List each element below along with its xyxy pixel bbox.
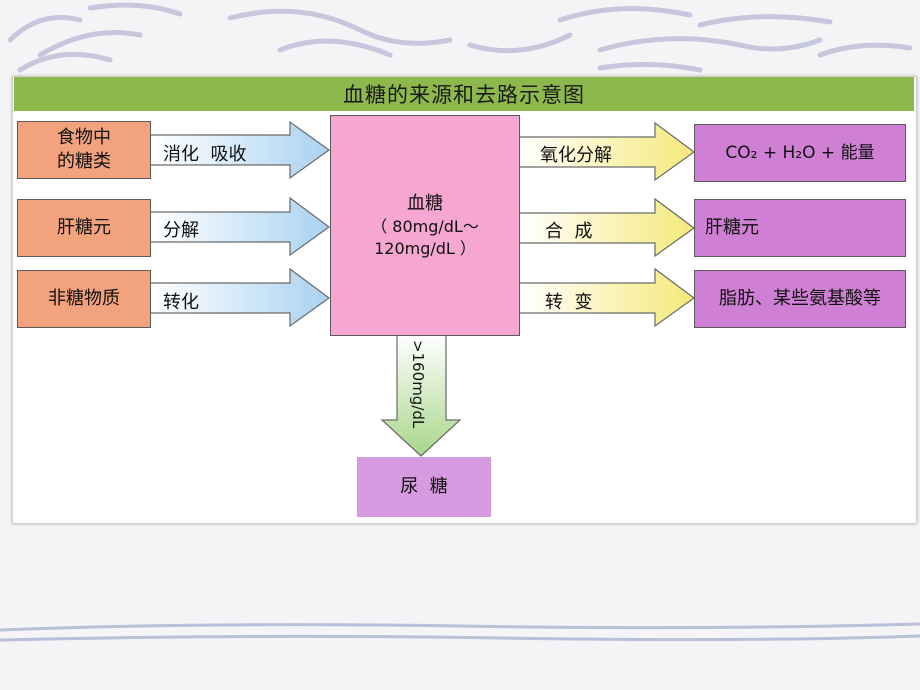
source-box-non-sugar: 非糖物质 — [17, 270, 151, 328]
output-fat-label: 脂肪、某些氨基酸等 — [719, 287, 881, 309]
output-glycogen-label: 肝糖元 — [705, 216, 759, 238]
source-box-food: 食物中的糖类 — [17, 121, 151, 179]
source-glycogen-label: 肝糖元 — [57, 216, 111, 238]
arrow-transformation — [518, 267, 696, 328]
center-title: 血糖 — [407, 192, 443, 214]
arrow-label-digestion: 消化 吸收 — [163, 144, 247, 165]
source-non-sugar-label: 非糖物质 — [48, 287, 120, 309]
output-box-glycogen: 肝糖元 — [694, 199, 906, 257]
output-box-fat: 脂肪、某些氨基酸等 — [694, 270, 906, 328]
arrow-oxidation — [518, 121, 696, 182]
decorative-waves-bottom — [0, 622, 920, 642]
diagram-title: 血糖的来源和去路示意图 — [14, 77, 914, 111]
output-energy-label: CO₂ + H₂O + 能量 — [725, 142, 875, 163]
urine-glucose-box: 尿 糖 — [357, 457, 491, 517]
arrow-conversion — [149, 267, 331, 328]
arrow-digestion — [149, 120, 331, 180]
arrow-label-conversion: 转化 — [163, 292, 199, 313]
arrow-label-transformation: 转 变 — [545, 292, 593, 313]
center-range-line1: （ 80mg/dL～ — [371, 217, 479, 237]
decorative-waves-top — [7, 2, 913, 73]
arrow-synthesis — [518, 197, 696, 258]
arrow-label-excretion-threshold: >160mg/dL — [409, 340, 427, 429]
output-box-energy: CO₂ + H₂O + 能量 — [694, 124, 906, 182]
arrow-label-decomposition: 分解 — [163, 220, 199, 241]
center-range-line2: 120mg/dL ） — [374, 238, 476, 258]
source-food-line1: 食物中 — [57, 126, 111, 148]
arrow-excretion — [380, 334, 462, 457]
arrow-label-synthesis: 合 成 — [545, 221, 593, 242]
source-box-glycogen: 肝糖元 — [17, 199, 151, 257]
arrow-label-oxidation: 氧化分解 — [540, 145, 612, 166]
source-food-line2: 的糖类 — [57, 151, 111, 172]
urine-glucose-label: 尿 糖 — [400, 475, 448, 497]
blood-glucose-box: 血糖 （ 80mg/dL～ 120mg/dL ） — [330, 115, 520, 336]
arrow-decomposition — [149, 196, 331, 257]
